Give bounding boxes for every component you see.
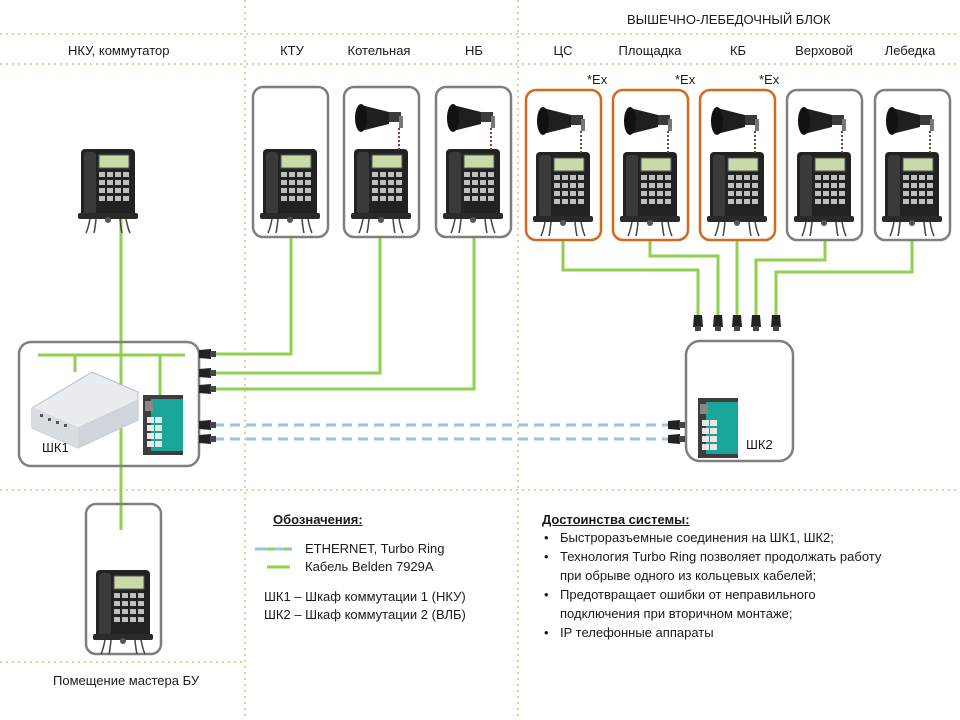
- horn-speaker-icons: [355, 104, 934, 135]
- advantage-item: Технология Turbo Ring позволяет продолжа…: [542, 547, 900, 585]
- legend-shk2-desc: ШК2 – Шкаф коммутации 2 (ВЛБ): [264, 607, 466, 622]
- ex-mark-ploshchadka: *Ex: [675, 72, 696, 87]
- phone-icon-kb: [706, 151, 768, 237]
- cabinet-label-shk2: ШК2: [746, 437, 773, 452]
- zone-label-nku: НКУ, коммутатор: [68, 43, 170, 58]
- horn-links: [398, 128, 931, 155]
- ex-mark-cs: *Ex: [587, 72, 608, 87]
- legend-cable-label: Кабель Belden 7929A: [305, 559, 434, 574]
- cabinet-label-shk1: ШК1: [42, 440, 69, 455]
- column-label-verkhovoy: Верховой: [795, 43, 853, 58]
- phone-icon-boiler: [350, 148, 412, 234]
- zone-label-vlb-block: ВЫШЕЧНО-ЛЕБЕДОЧНЫЙ БЛОК: [627, 12, 831, 27]
- phone-icon-lebedka: [881, 151, 943, 237]
- legend-ethernet-label: ETHERNET, Turbo Ring: [305, 541, 445, 556]
- phone-icon-cs: [532, 151, 594, 237]
- switch-icon-shk1: [143, 395, 183, 455]
- column-label-nb: НБ: [465, 43, 483, 58]
- ex-mark-kb: *Ex: [759, 72, 780, 87]
- phone-icon-verkhovoy: [793, 151, 855, 237]
- column-label-lebedka: Лебедка: [884, 43, 936, 58]
- legend-shk1-desc: ШК1 – Шкаф коммутации 1 (НКУ): [264, 589, 466, 604]
- advantage-item: Быстроразъемные соединения на ШК1, ШК2;: [542, 528, 942, 547]
- phone-icon-ploshchadka: [619, 151, 681, 237]
- advantage-item: Предотвращает ошибки от неправильного по…: [542, 585, 890, 623]
- column-label-boiler: Котельная: [347, 43, 411, 58]
- advantage-item: IP телефонные аппараты: [542, 623, 942, 642]
- phone-icon-nb: [442, 148, 504, 234]
- device-boxes: [17, 85, 952, 656]
- cabinet-icon-shk1: [31, 371, 139, 449]
- advantages-list: Быстроразъемные соединения на ШК1, ШК2; …: [542, 528, 942, 642]
- advantages-title: Достоинства системы:: [542, 512, 690, 527]
- column-label-cs: ЦС: [553, 43, 573, 58]
- zone-label-master-room: Помещение мастера БУ: [53, 673, 200, 688]
- legend-title: Обозначения:: [273, 512, 363, 527]
- ethernet-lines: [214, 423, 668, 551]
- column-label-ktu: КТУ: [280, 43, 304, 58]
- column-label-kb: КБ: [729, 43, 747, 58]
- phone-icon-ktu: [259, 148, 321, 234]
- column-label-ploshchadka: Площадка: [618, 43, 682, 58]
- switch-icon-shk2: [698, 398, 738, 458]
- belden-cables: [38, 218, 914, 569]
- phone-icon-nku: [77, 148, 139, 234]
- phone-icon-master: [92, 569, 154, 655]
